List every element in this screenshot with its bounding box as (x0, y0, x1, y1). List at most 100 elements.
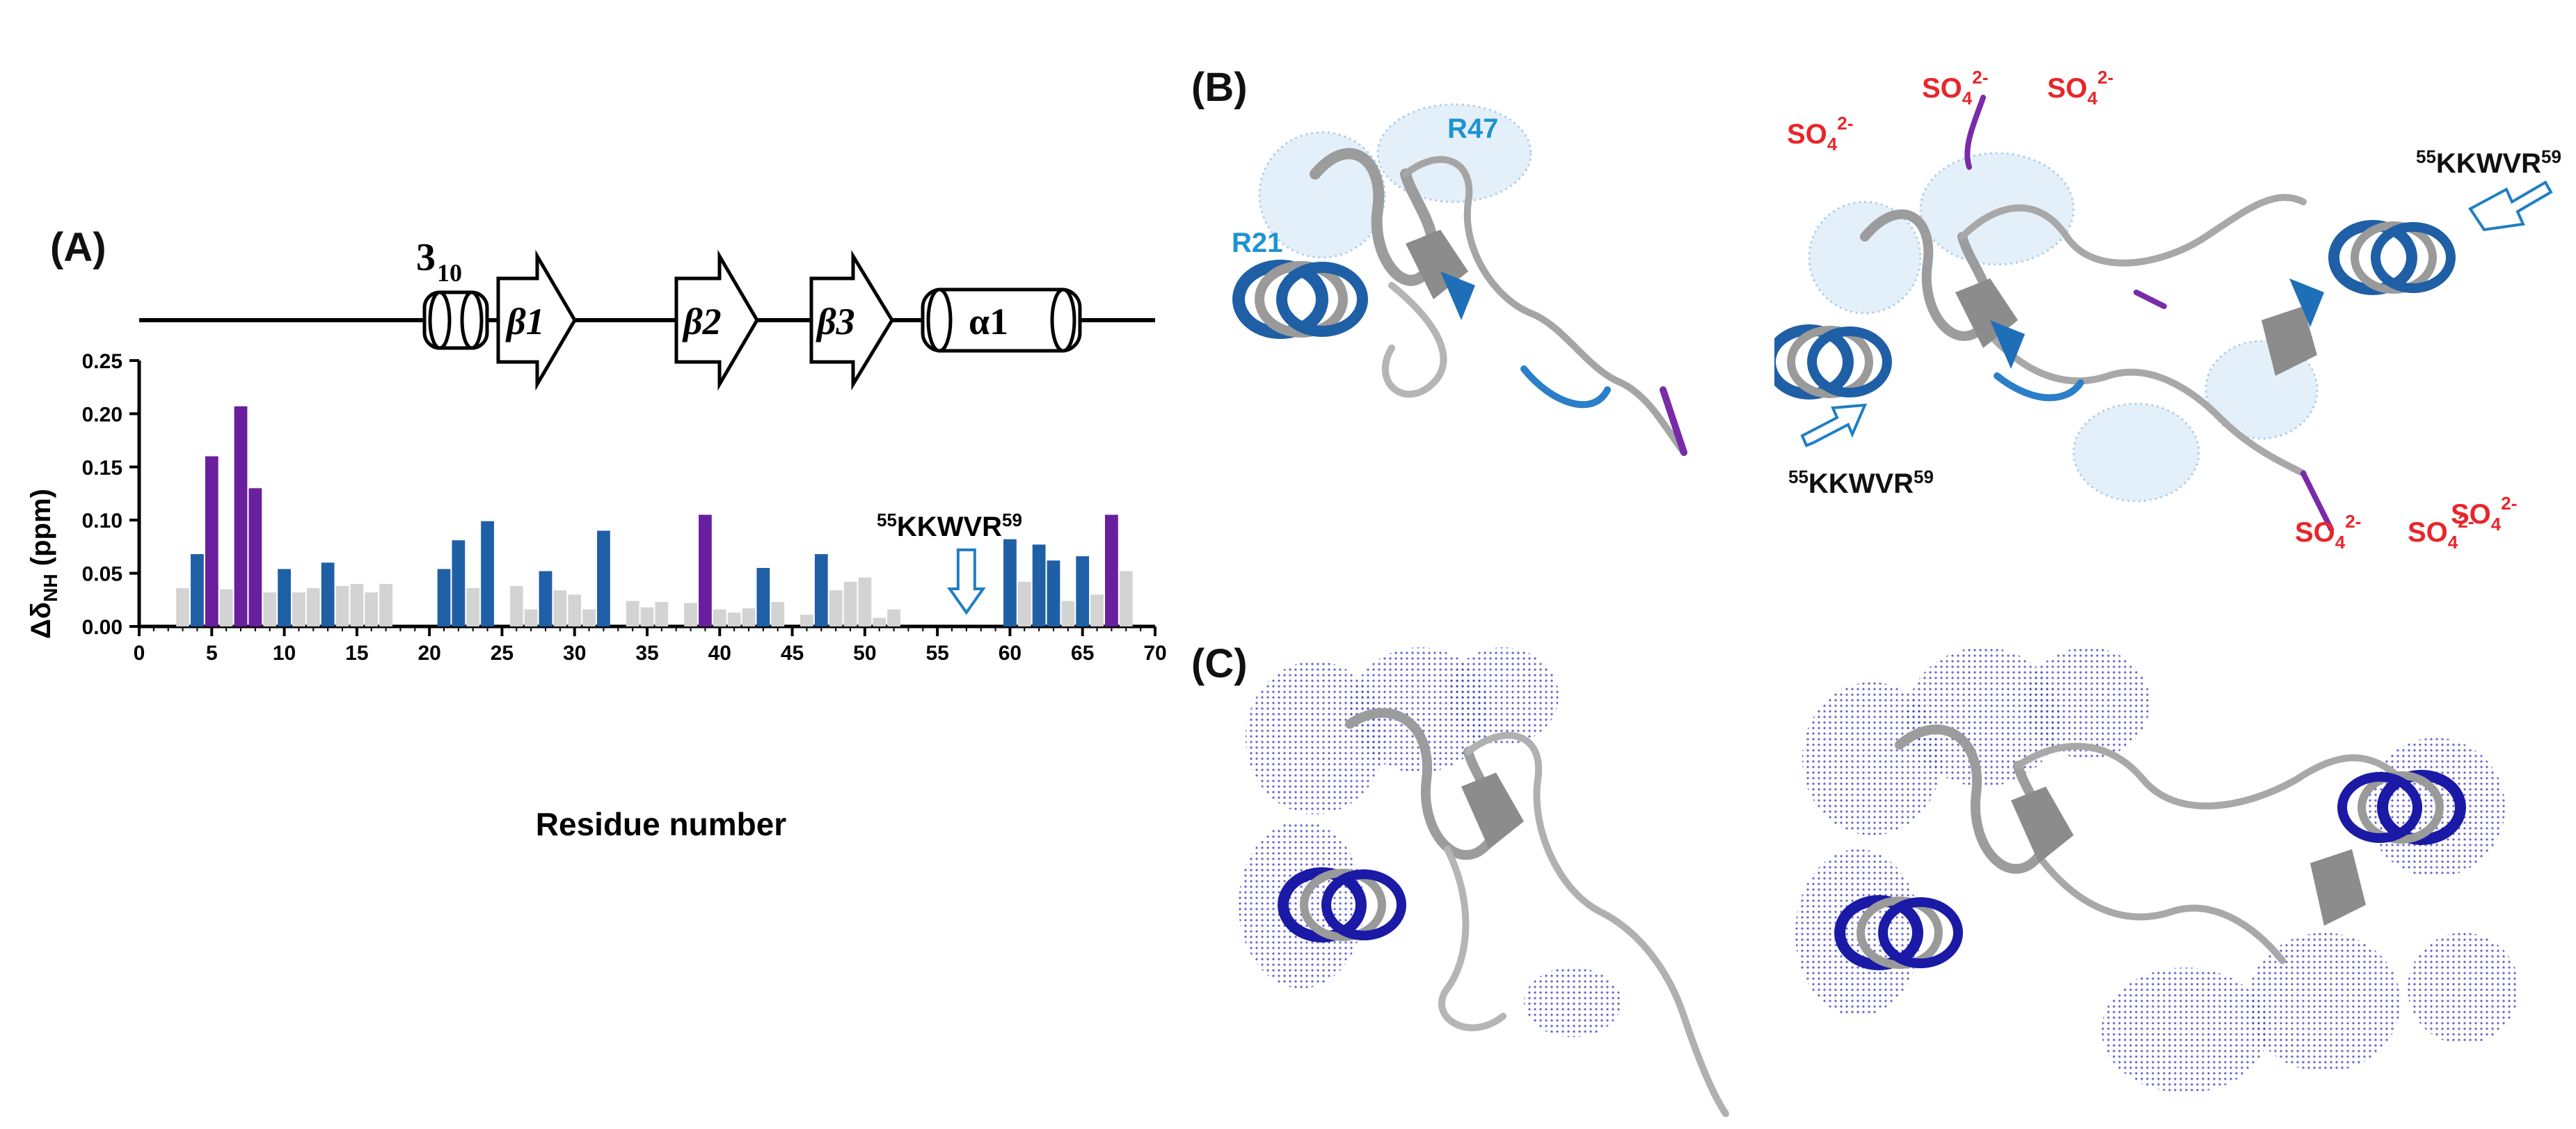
residue-label-r21: R21 (1232, 228, 1282, 258)
bar-blue (1032, 544, 1046, 626)
sheet-ribbon-c-right-b (2310, 849, 2366, 926)
bar-gray (1090, 594, 1104, 626)
x-axis-label: Residue number (536, 806, 787, 842)
bar-blue (1076, 556, 1090, 626)
bar-gray (800, 615, 813, 626)
panel-label-a: (A) (50, 225, 106, 270)
bar-purple (248, 488, 262, 626)
dot-surfaces-c-left (1239, 647, 1621, 1037)
y-axis-label-unit: (ppm) (26, 489, 56, 574)
ribbon-backbone-c-right (1895, 724, 2397, 964)
dot-surfaces-c-right (1795, 647, 2519, 1093)
bar-blue (321, 562, 335, 626)
sheet-ribbon-blue (1440, 271, 1475, 320)
x-tick-label: 50 (853, 642, 876, 665)
x-tick-label: 55 (925, 642, 948, 665)
sulfate-label-5: SO42- (2295, 511, 2361, 553)
x-tick-label: 20 (418, 642, 440, 665)
structure-c-left (1239, 647, 1729, 1117)
bar-gray (306, 587, 320, 626)
bar-gray (843, 581, 857, 626)
bar-gray (582, 609, 596, 626)
y-axis-label-main: Δδ (26, 602, 56, 639)
x-tick-label: 5 (206, 642, 218, 665)
bar-gray (365, 592, 379, 626)
structure-b-left: R47 R21 (1232, 103, 1687, 456)
bar-blue (481, 521, 494, 626)
helix-ribbon-c-right-b (2337, 770, 2466, 845)
panel-label-b: (B) (1191, 65, 1248, 110)
sheet-ribbon-c-right-a (2011, 787, 2074, 863)
chart-bars (176, 406, 1133, 626)
sulfate-label-3: SO42- (2047, 67, 2113, 109)
bar-gray (553, 590, 567, 626)
bar-gray (684, 603, 697, 626)
x-tick-label: 40 (708, 642, 731, 665)
bar-gray (509, 585, 523, 626)
motif-label-bottom: 55KKWVR59 (1788, 466, 1934, 499)
motif-down-arrow-icon (946, 548, 986, 615)
motif-arrow-icon-top (2468, 180, 2553, 232)
y-tick-label: 0.20 (82, 403, 122, 426)
x-tick-label: 15 (345, 642, 368, 665)
sulfate-label-2: SO42- (1787, 113, 1853, 155)
motif-label-top: 55KKWVR59 (2416, 146, 2561, 179)
x-tick-label: 35 (635, 642, 658, 665)
sulfate-label-1: SO42- (1922, 67, 1988, 109)
secondary-structure-diagram: 3 10 β1 β2 β3 α1 (139, 236, 1155, 391)
x-tick-label: 60 (999, 642, 1021, 665)
x-tick-label: 70 (1143, 642, 1166, 665)
bar-blue (452, 540, 466, 626)
bar-blue (539, 571, 552, 626)
bar-gray (873, 617, 887, 626)
dot-surface-r21 (1258, 131, 1386, 259)
ribbon-backbone (1310, 148, 1687, 456)
bar-gray (727, 613, 741, 626)
bar-blue (814, 554, 828, 626)
bar-purple (205, 456, 218, 626)
bar-gray (350, 583, 364, 626)
y-tick-label: 0.00 (82, 616, 122, 639)
dot-surfaces (1808, 152, 2319, 503)
sheet-ribbon-c-left (1461, 773, 1524, 849)
strand-beta3: β3 (809, 250, 894, 390)
y-axis-label-sub: NH (40, 574, 61, 601)
bar-purple (1105, 514, 1118, 626)
helix-alpha1: α1 (921, 287, 1082, 353)
bar-blue (756, 567, 770, 626)
bar-gray (568, 594, 582, 626)
x-tick-label: 25 (491, 642, 514, 665)
bar-purple (234, 406, 248, 626)
strand-beta3-label: β3 (816, 301, 855, 342)
bar-blue (1003, 539, 1017, 626)
bar-gray (379, 583, 392, 626)
sulfate-labels: SO42- SO42- SO42- SO42- SO42- SO42- (1787, 67, 2517, 553)
sheet-ribbon-b (2261, 306, 2317, 376)
bar-gray (524, 609, 538, 626)
bar-gray (771, 601, 785, 626)
motif-annotation-post: 59 (1002, 510, 1022, 530)
bar-gray (1119, 571, 1133, 626)
bar-gray (640, 607, 654, 626)
bar-gray (829, 590, 843, 626)
bar-gray (887, 609, 900, 626)
y-tick-label: 0.15 (82, 457, 122, 480)
bar-gray (466, 587, 480, 626)
strand-beta2-label: β2 (682, 301, 722, 342)
x-tick-label: 0 (134, 642, 145, 665)
bar-blue (597, 530, 610, 626)
structure-b-right: 55KKWVR59 55KKWVR59 SO42- SO42- SO42- SO… (1774, 67, 2561, 553)
bar-blue (278, 569, 291, 626)
svg-text:ΔδNH (ppm): ΔδNH (ppm) (26, 489, 61, 639)
strand-beta1-label: β1 (505, 301, 545, 342)
bar-gray (655, 601, 669, 626)
bar-blue (1047, 560, 1060, 626)
residue-label-r47: R47 (1447, 113, 1498, 144)
bar-blue (191, 554, 204, 626)
bar-purple (699, 514, 712, 626)
y-tick-label: 0.05 (82, 563, 122, 586)
sulfate-label-6: SO42- (2408, 511, 2474, 553)
motif-arrow-icon-bottom (1800, 403, 1868, 448)
